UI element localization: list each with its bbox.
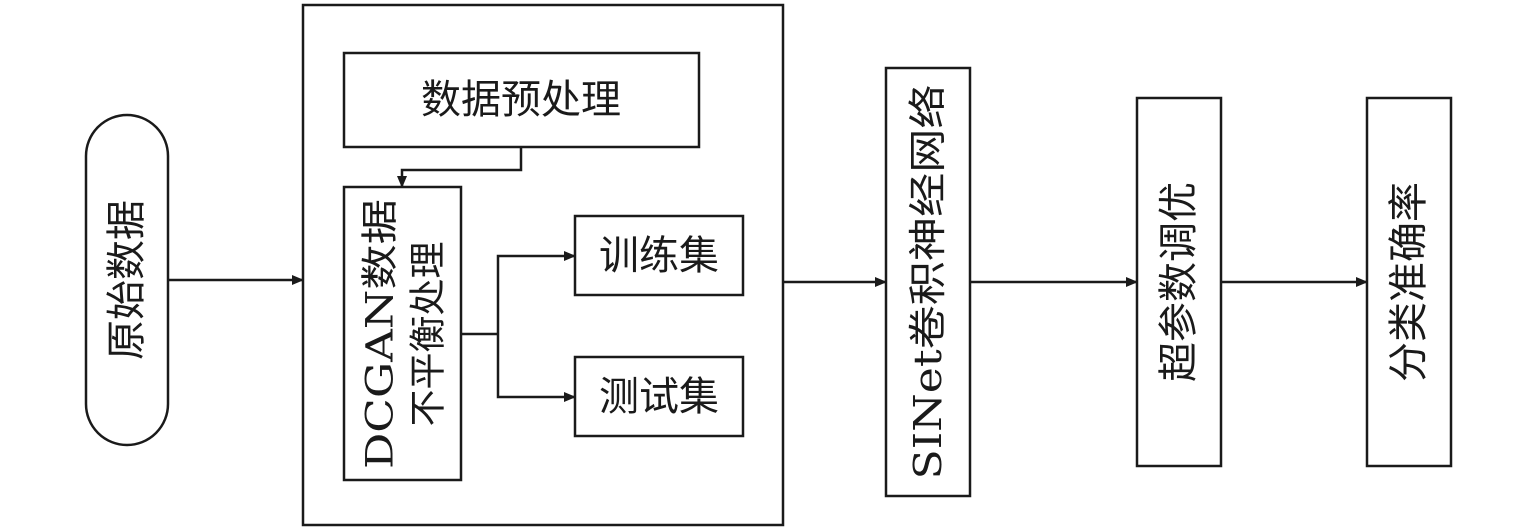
test-set-node bbox=[573, 355, 745, 438]
test-set-label: 测试集 bbox=[599, 374, 719, 420]
preprocess-node bbox=[342, 51, 701, 149]
arrow-split-to-test bbox=[496, 334, 576, 402]
sinet-label: SINet卷积神经网络 bbox=[906, 85, 950, 480]
preprocess-label: 数据预处理 bbox=[421, 77, 621, 123]
sinet-node bbox=[884, 66, 972, 498]
dcgan-label-line2: 不平衡处理 bbox=[407, 242, 450, 427]
dcgan-label-line1: DCGAN数据 bbox=[359, 199, 402, 469]
dcgan-node bbox=[342, 185, 463, 482]
train-set-label: 训练集 bbox=[599, 233, 719, 279]
arrow-preprocess-to-dcgan bbox=[397, 147, 523, 188]
raw-data-label: 原始数据 bbox=[104, 200, 150, 360]
hyperparam-label: 超参数调优 bbox=[1156, 182, 1202, 382]
train-set-node bbox=[573, 214, 745, 297]
accuracy-label: 分类准确率 bbox=[1386, 182, 1432, 382]
arrow-split-to-train bbox=[496, 251, 576, 334]
